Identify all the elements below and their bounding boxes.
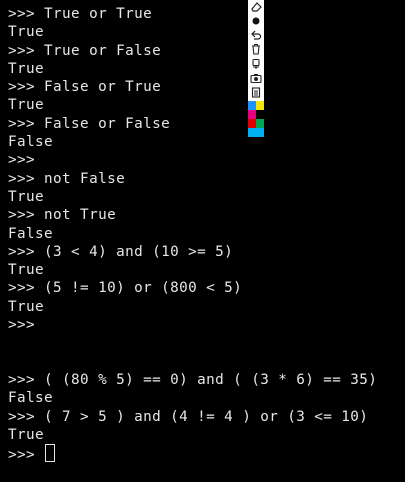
eraser-icon[interactable] <box>248 0 264 14</box>
input-line[interactable]: >>> <box>8 444 403 464</box>
prompt: >>> <box>8 447 45 464</box>
terminal-line: >>> not False <box>8 170 126 187</box>
color-swatch[interactable] <box>248 109 256 119</box>
terminal-line: >>> (5 != 10) or (800 < 5) <box>8 280 243 297</box>
terminal-line: False <box>8 390 54 407</box>
color-swatch[interactable] <box>248 118 256 128</box>
terminal-line: >>> True or True <box>8 6 153 22</box>
terminal-line: True <box>8 60 45 77</box>
terminal-line: >>> True or False <box>8 42 162 59</box>
terminal-line <box>8 334 403 352</box>
terminal-line: True <box>8 426 45 443</box>
terminal-line: >>> ( 7 > 5 ) and (4 != 4 ) or (3 <= 10) <box>8 408 369 425</box>
color-swatch[interactable] <box>256 127 264 137</box>
annotation-toolbar <box>248 0 264 137</box>
color-swatch[interactable] <box>256 100 264 110</box>
terminal-line: False <box>8 225 54 242</box>
text-cursor <box>45 444 56 463</box>
terminal-line: >>> (3 < 4) and (10 >= 5) <box>8 243 234 260</box>
undo-icon[interactable] <box>248 28 264 42</box>
terminal-line: True <box>8 298 45 315</box>
clipboard-icon[interactable] <box>248 85 264 99</box>
terminal-line: >>> ( (80 % 5) == 0) and ( (3 * 6) == 35… <box>8 371 378 388</box>
terminal-line: >>> False or False <box>8 115 171 132</box>
terminal-line: True <box>8 262 45 279</box>
terminal-line: >>> <box>8 317 36 334</box>
color-swatch[interactable] <box>248 127 256 137</box>
pin-icon[interactable] <box>248 57 264 71</box>
terminal-line: False <box>8 134 54 151</box>
terminal-line <box>8 353 403 371</box>
terminal-line: >>> False or True <box>8 79 162 96</box>
terminal-line: True <box>8 188 45 205</box>
color-swatch[interactable] <box>256 109 264 119</box>
color-palette[interactable] <box>248 100 264 137</box>
terminal-line: True <box>8 24 45 41</box>
camera-icon[interactable] <box>248 71 264 85</box>
terminal-line: >>> <box>8 152 36 169</box>
color-swatch[interactable] <box>248 100 256 110</box>
terminal-line: >>> not True <box>8 207 117 224</box>
trash-icon[interactable] <box>248 42 264 56</box>
dot-brush-icon[interactable] <box>248 14 264 28</box>
color-swatch[interactable] <box>256 118 264 128</box>
terminal-line: True <box>8 97 45 114</box>
